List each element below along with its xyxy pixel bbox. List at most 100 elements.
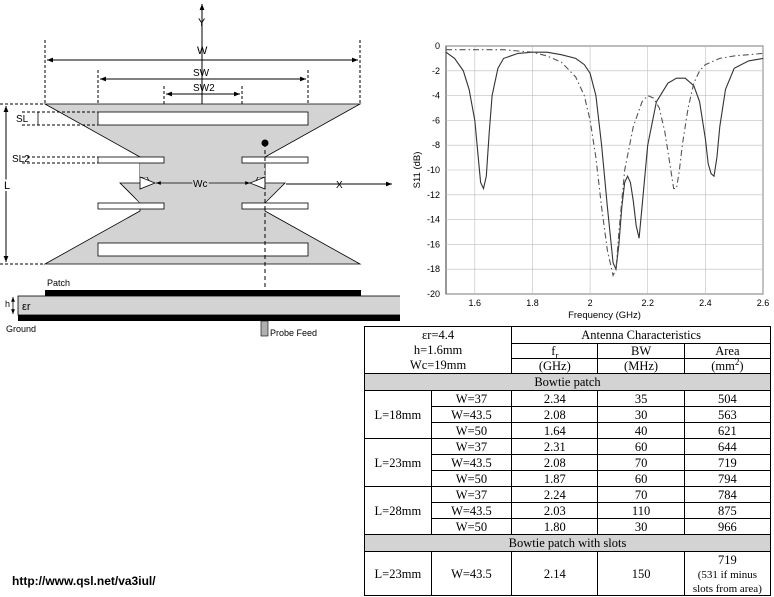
row-area-cell: 966 xyxy=(683,518,772,535)
row-bw-cell: 40 xyxy=(597,422,685,439)
slot-row-l: L=23mm xyxy=(364,551,432,596)
row-width-cell: W=43.5 xyxy=(430,502,513,519)
source-url: http://www.qsl.net/va3iul/ xyxy=(12,574,156,588)
y-tick-label: -18 xyxy=(427,264,440,274)
permittivity-param: εr=4.4 xyxy=(422,327,455,342)
row-width-cell: W=50 xyxy=(430,518,513,535)
slot-width-label: SW xyxy=(193,68,210,79)
col-area-unit: (mm2) xyxy=(683,357,772,374)
y-axis-label: Y xyxy=(198,17,206,29)
col-fr-unit: (GHz) xyxy=(511,358,599,374)
row-area-cell: 644 xyxy=(683,438,772,455)
probe-label: Probe Feed xyxy=(270,328,317,338)
y-tick-label: 0 xyxy=(435,41,440,51)
row-area-cell: 719 xyxy=(683,454,772,471)
upper-right-short-slot xyxy=(241,156,309,164)
y-tick-label: -14 xyxy=(427,215,440,225)
parameter-cell: εr=4.4 h=1.6mm Wc=19mm xyxy=(363,326,513,374)
group-length-cell: L=18mm xyxy=(364,390,432,439)
section-bowtie-slots: Bowtie patch with slots xyxy=(364,534,771,552)
y-tick-label: -2 xyxy=(432,66,440,76)
row-bw-cell: 70 xyxy=(597,454,685,471)
bottom-long-slot xyxy=(97,242,309,257)
col-bw-unit: (MHz) xyxy=(597,358,685,374)
row-fr-cell: 2.31 xyxy=(511,438,599,455)
y-tick-label: -6 xyxy=(432,115,440,125)
row-width-cell: W=43.5 xyxy=(430,406,513,423)
patch-label: Patch xyxy=(47,278,70,288)
top-long-slot xyxy=(97,111,309,126)
lower-left-short-slot xyxy=(97,202,165,210)
slot-row-bw: 150 xyxy=(597,551,685,596)
group-length-cell: L=28mm xyxy=(364,486,432,535)
x-axis-label: X xyxy=(336,180,343,191)
y-tick-label: -10 xyxy=(427,165,440,175)
width-label: W xyxy=(197,45,208,57)
patch-layer xyxy=(45,290,361,296)
slot-row-area: 719 (531 if minus slots from area) xyxy=(683,551,772,596)
row-area-cell: 784 xyxy=(683,486,772,503)
row-fr-cell: 2.08 xyxy=(511,406,599,423)
bowtie-antenna-diagram: Y W SW SW2 Wc X SL SL2 L Patc xyxy=(0,4,400,338)
col-bw: BW xyxy=(597,343,685,359)
section-bowtie-patch: Bowtie patch xyxy=(364,373,771,391)
slot-row-w: W=43.5 xyxy=(430,551,513,596)
substrate-layer xyxy=(17,295,400,316)
row-bw-cell: 30 xyxy=(597,518,685,535)
upper-left-short-slot xyxy=(97,156,165,164)
center-width-param: Wc=19mm xyxy=(409,357,467,372)
row-width-cell: W=50 xyxy=(430,422,513,439)
x-tick-label: 1.6 xyxy=(469,298,482,308)
x-tick-label: 2.2 xyxy=(641,298,654,308)
y-tick-label: -20 xyxy=(427,289,440,299)
row-fr-cell: 2.24 xyxy=(511,486,599,503)
row-fr-cell: 2.03 xyxy=(511,502,599,519)
row-width-cell: W=50 xyxy=(430,470,513,487)
col-fr: fr xyxy=(511,343,599,360)
row-bw-cell: 60 xyxy=(597,438,685,455)
row-bw-cell: 35 xyxy=(597,390,685,407)
row-area-cell: 563 xyxy=(683,406,772,423)
x-tick-label: 1.8 xyxy=(526,298,539,308)
x-tick-label: 2 xyxy=(588,298,593,308)
row-area-cell: 875 xyxy=(683,502,772,519)
row-fr-cell: 1.80 xyxy=(511,518,599,535)
row-area-cell: 504 xyxy=(683,390,772,407)
group-length-cell: L=23mm xyxy=(364,438,432,487)
permittivity-label: εr xyxy=(22,301,31,313)
table-heading: Antenna Characteristics xyxy=(511,326,771,344)
y-tick-label: -4 xyxy=(432,91,440,101)
row-width-cell: W=37 xyxy=(430,438,513,455)
row-bw-cell: 30 xyxy=(597,406,685,423)
row-area-cell: 621 xyxy=(683,422,772,439)
row-fr-cell: 2.08 xyxy=(511,454,599,471)
row-width-cell: W=37 xyxy=(430,390,513,407)
series-solid-line xyxy=(445,51,764,272)
row-bw-cell: 70 xyxy=(597,486,685,503)
height-param: h=1.6mm xyxy=(413,342,463,357)
x-axis-label: Frequency (GHz) xyxy=(568,310,641,321)
y-tick-label: -12 xyxy=(427,190,440,200)
col-area: Area xyxy=(683,343,772,359)
row-fr-cell: 2.34 xyxy=(511,390,599,407)
y-tick-label: -8 xyxy=(432,140,440,150)
x-tick-label: 2.6 xyxy=(757,298,770,308)
row-fr-cell: 1.87 xyxy=(511,470,599,487)
probe-feed xyxy=(260,320,269,337)
antenna-characteristics-table: εr=4.4 h=1.6mm Wc=19mm Antenna Character… xyxy=(363,326,772,596)
y-axis-label: S11 (dB) xyxy=(412,152,423,189)
slot-length-label: SL xyxy=(16,114,29,125)
slot-row-fr: 2.14 xyxy=(511,551,599,596)
ground-layer xyxy=(18,315,400,321)
row-bw-cell: 60 xyxy=(597,470,685,487)
x-tick-label: 2.4 xyxy=(699,298,712,308)
slot-length2-label: SL2 xyxy=(12,154,30,165)
height-label: h xyxy=(5,299,10,309)
length-label: L xyxy=(4,180,10,192)
series-dashdot-line xyxy=(446,49,764,278)
